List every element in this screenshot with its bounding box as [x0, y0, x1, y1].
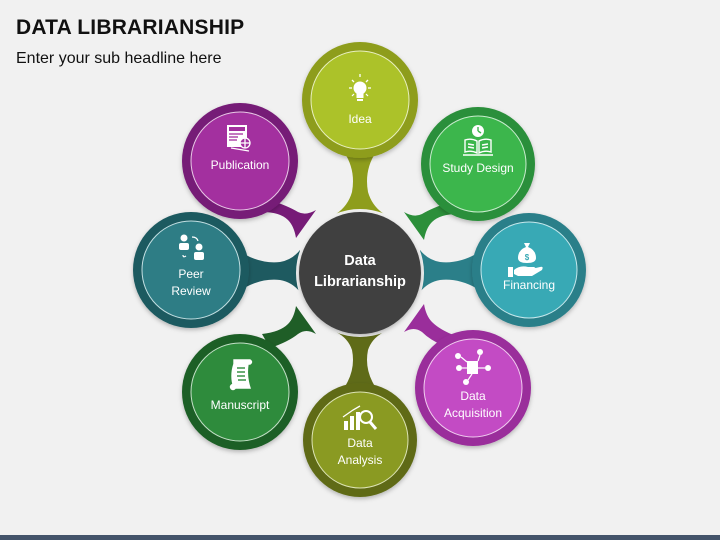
node-data-acquisition[interactable]	[415, 330, 531, 446]
center-hub	[296, 209, 424, 337]
connector-data-acquisition	[404, 304, 456, 346]
label-peer-review-line1: Peer	[178, 267, 204, 281]
node-data-analysis[interactable]	[303, 383, 417, 497]
node-peer-review[interactable]	[133, 212, 249, 328]
center-label-line1: Data	[344, 253, 376, 269]
node-publication[interactable]	[182, 103, 298, 219]
label-data-acquisition-line2: Acquisition	[443, 406, 503, 420]
label-financing: Financing	[479, 277, 579, 294]
center-label: Data Librarianship	[300, 251, 420, 293]
connector-data-analysis	[336, 332, 384, 388]
scroll-icon	[229, 359, 253, 391]
connector-publication	[262, 200, 316, 238]
connector-manuscript	[262, 306, 316, 348]
connector-financing	[420, 250, 476, 292]
newspaper-globe-icon	[227, 125, 251, 152]
label-data-analysis: Data Analysis	[310, 435, 410, 469]
label-peer-review: Peer Review	[141, 266, 241, 300]
label-data-acquisition-line1: Data	[460, 389, 486, 403]
label-data-acquisition: Data Acquisition	[423, 388, 523, 422]
connector-study-design	[404, 202, 458, 240]
label-idea-text: Idea	[348, 112, 372, 126]
page-title: DATA LIBRARIANSHIP	[16, 16, 245, 39]
label-idea: Idea	[310, 111, 410, 128]
label-manuscript-text: Manuscript	[210, 398, 270, 412]
node-study-design[interactable]	[421, 107, 535, 221]
svg-text:$: $	[525, 253, 530, 262]
label-data-analysis-line2: Analysis	[337, 453, 383, 467]
data-network-icon	[455, 349, 491, 385]
connectors	[244, 152, 476, 388]
label-manuscript: Manuscript	[190, 397, 290, 414]
connector-peer-review	[244, 250, 300, 292]
chart-magnifier-icon	[342, 405, 378, 430]
center-label-line2: Librarianship	[314, 274, 406, 290]
money-bag-hand-icon: $	[508, 243, 543, 277]
label-study-design: Study Design	[428, 160, 528, 177]
label-financing-text: Financing	[502, 278, 556, 292]
page-subtitle: Enter your sub headline here	[16, 50, 222, 67]
label-peer-review-line2: Review	[171, 284, 211, 298]
label-study-design-text: Study Design	[442, 161, 514, 175]
lightbulb-icon	[349, 74, 371, 101]
label-publication: Publication	[190, 157, 290, 174]
connector-idea	[336, 152, 384, 214]
label-data-analysis-line1: Data	[347, 436, 373, 450]
label-publication-text: Publication	[210, 158, 270, 172]
book-clock-icon	[463, 125, 493, 156]
footer-bar	[0, 535, 720, 540]
peer-exchange-icon	[179, 234, 204, 260]
node-manuscript[interactable]	[182, 334, 298, 450]
